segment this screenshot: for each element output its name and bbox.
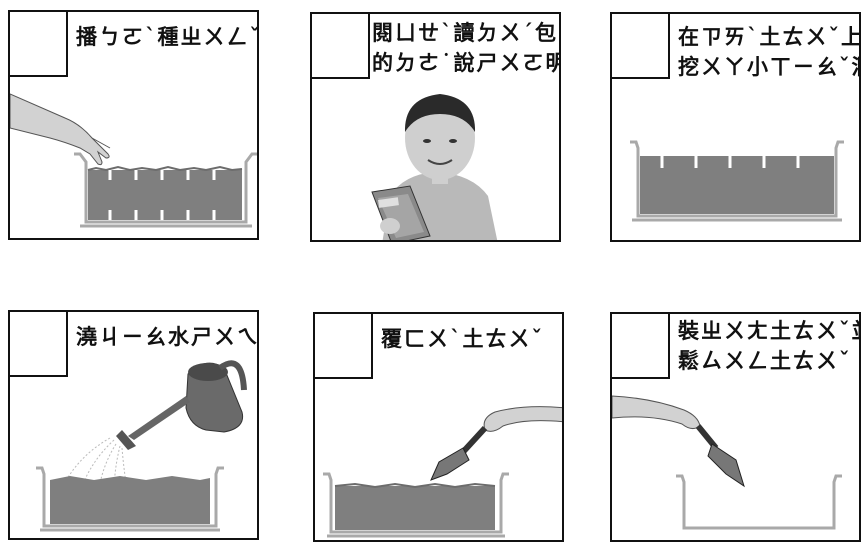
watering-can-icon [116, 360, 247, 450]
card-title: 在ㄗㄞˋ土ㄊㄨˇ上ㄕㄤˋ 挖ㄨㄚ小ㄒㄧㄠˇ洞ㄉㄨㄥˋ [678, 22, 861, 82]
watering-illustration [36, 360, 247, 532]
cover-soil-illustration [323, 406, 562, 538]
title-line: 鬆ㄙㄨㄥ土ㄊㄨˇ [678, 348, 852, 373]
card-dig-holes: 在ㄗㄞˋ土ㄊㄨˇ上ㄕㄤˋ 挖ㄨㄚ小ㄒㄧㄠˇ洞ㄉㄨㄥˋ [610, 12, 861, 242]
number-box [312, 14, 370, 79]
number-box [10, 12, 68, 77]
number-box [10, 312, 68, 377]
title-line: 裝ㄓㄨㄤ土ㄊㄨˇ並ㄅㄧㄥˋ [678, 318, 859, 343]
number-box [315, 314, 373, 379]
card-title: 澆ㄐㄧㄠ水ㄕㄨㄟˇ [76, 322, 259, 352]
title-line: 閱ㄩㄝˋ讀ㄉㄨˊ包ㄅㄠ裝ㄓㄨㄤ [372, 20, 559, 45]
hand-icon [483, 406, 562, 432]
title-line: 的ㄉㄜ˙說ㄕㄨㄛ明ㄇㄧㄥˊ書ㄕㄨ [372, 50, 559, 75]
empty-planter-icon [676, 474, 842, 530]
title-line: 在ㄗㄞˋ土ㄊㄨˇ上ㄕㄤˋ [678, 24, 861, 49]
card-title: 播ㄅㄛˋ種ㄓㄨㄥˇ [76, 22, 259, 52]
card-title: 閱ㄩㄝˋ讀ㄉㄨˊ包ㄅㄠ裝ㄓㄨㄤ 的ㄉㄜ˙說ㄕㄨㄛ明ㄇㄧㄥˊ書ㄕㄨ [372, 18, 559, 78]
hand-icon [10, 93, 111, 166]
dig-illustration [630, 140, 844, 222]
hand-icon [612, 395, 701, 430]
number-box [612, 314, 670, 379]
fill-soil-illustration [612, 395, 842, 530]
title-line: 覆ㄈㄨˋ土ㄊㄨˇ [381, 326, 544, 351]
planter-icon [74, 152, 257, 228]
planter-icon [630, 140, 844, 222]
reading-illustration [371, 94, 498, 240]
card-title: 裝ㄓㄨㄤ土ㄊㄨˇ並ㄅㄧㄥˋ 鬆ㄙㄨㄥ土ㄊㄨˇ [678, 316, 859, 376]
trowel-icon [695, 424, 745, 488]
title-line: 挖ㄨㄚ小ㄒㄧㄠˇ洞ㄉㄨㄥˋ [678, 54, 859, 79]
planter-icon [36, 466, 224, 532]
number-box [612, 14, 670, 79]
title-line: 播ㄅㄛˋ種ㄓㄨㄥˇ [76, 24, 259, 49]
card-watering: 澆ㄐㄧㄠ水ㄕㄨㄟˇ [8, 310, 259, 540]
card-sowing: 播ㄅㄛˋ種ㄓㄨㄥˇ [8, 10, 259, 240]
trowel-icon [430, 425, 488, 481]
card-title: 覆ㄈㄨˋ土ㄊㄨˇ [381, 324, 544, 354]
card-cover-soil: 覆ㄈㄨˋ土ㄊㄨˇ [313, 312, 564, 542]
seed-packet-icon [371, 185, 431, 240]
card-read-instructions: 閱ㄩㄝˋ讀ㄉㄨˊ包ㄅㄠ裝ㄓㄨㄤ 的ㄉㄜ˙說ㄕㄨㄛ明ㄇㄧㄥˊ書ㄕㄨ [310, 12, 561, 242]
sowing-illustration [10, 93, 257, 228]
planter-icon [323, 472, 509, 538]
title-line: 澆ㄐㄧㄠ水ㄕㄨㄟˇ [76, 324, 259, 349]
card-fill-loosen-soil: 裝ㄓㄨㄤ土ㄊㄨˇ並ㄅㄧㄥˋ 鬆ㄙㄨㄥ土ㄊㄨˇ [610, 312, 861, 542]
